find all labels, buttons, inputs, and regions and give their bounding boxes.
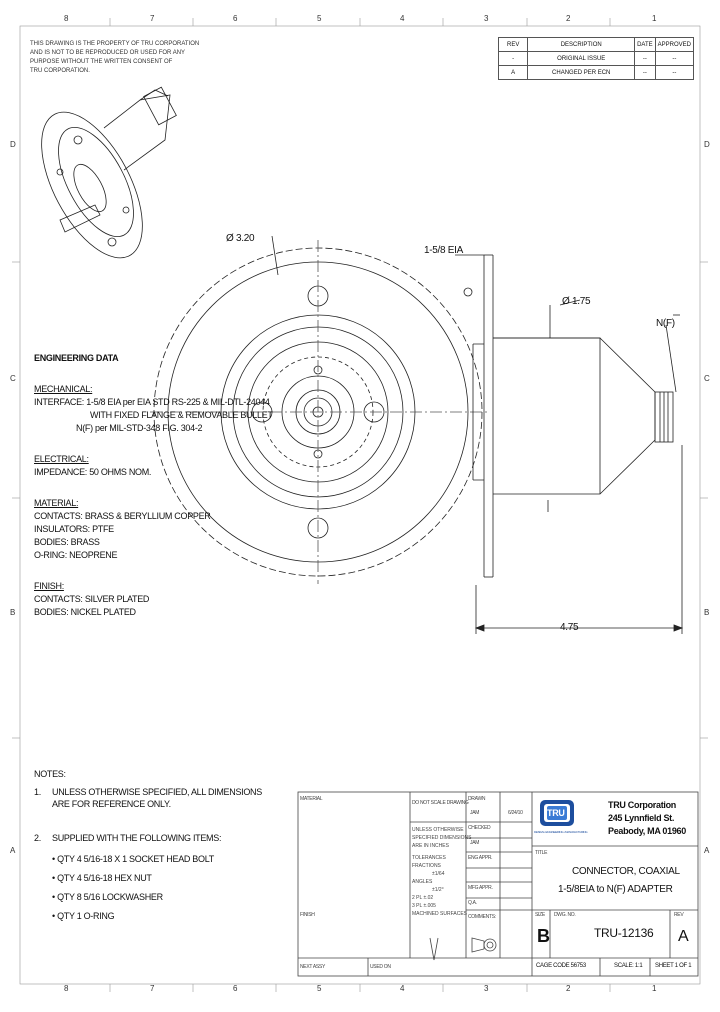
drawn-label: DRAWN: [468, 796, 486, 802]
drawing-title-line-1: CONNECTOR, COAXIAL: [572, 866, 680, 877]
mechanical-heading: MECHANICAL:: [34, 384, 93, 394]
list-item: • QTY 8 5/16 LOCKWASHER: [52, 892, 163, 902]
zone-col-4: 4: [400, 14, 405, 23]
zone-col-1: 1: [652, 14, 657, 23]
list-item: • QTY 1 O-RING: [52, 911, 115, 921]
zone-col-8: 8: [64, 14, 69, 23]
zone-col-6-bottom: 6: [233, 984, 238, 993]
rev-label: REV: [674, 912, 684, 918]
drawn-by: JAM: [470, 810, 480, 816]
zone-col-7: 7: [150, 14, 155, 23]
proprietary-note: THIS DRAWING IS THE PROPERTY OF TRU CORP…: [30, 41, 200, 74]
dim-length: 4.75: [560, 622, 579, 633]
checked-by: JAM: [470, 840, 480, 846]
zone-row-c: C: [10, 374, 16, 383]
zone-row-b-right: B: [704, 608, 710, 617]
material-heading: MATERIAL:: [34, 498, 79, 508]
eng-appr-label: ENG APPR.: [468, 855, 493, 861]
sheet-number: SHEET 1 OF 1: [655, 963, 692, 969]
zone-row-d: D: [10, 140, 16, 149]
revision-table: REV DESCRIPTION DATE APPROVED -ORIGINAL …: [497, 37, 695, 80]
dim-flange-diameter: Ø 3.20: [226, 233, 255, 244]
material-label: MATERIAL: [300, 796, 323, 802]
zone-row-a: A: [10, 846, 16, 855]
zone-row-b: B: [10, 608, 16, 617]
tru-logo: TRU: [547, 808, 565, 818]
zone-col-2-bottom: 2: [566, 984, 571, 993]
finish-label: FINISH: [300, 912, 315, 918]
electrical-heading: ELECTRICAL:: [34, 454, 89, 464]
drawing-title-line-2: 1-5/8EIA to N(F) ADAPTER: [558, 884, 673, 895]
qa-label: Q.A.: [468, 900, 477, 906]
drawing-number: TRU-12136: [594, 926, 654, 940]
tolerance-block: UNLESS OTHERWISE SPECIFIED DIMENSIONS AR…: [412, 827, 472, 917]
zone-col-2: 2: [566, 14, 571, 23]
title-label: TITLE: [535, 850, 548, 856]
list-item: • QTY 4 5/16-18 X 1 SOCKET HEAD BOLT: [52, 854, 214, 864]
size-label: SIZE: [535, 912, 545, 918]
dim-nf-label: N(F): [656, 318, 675, 329]
comments-label: COMMENTS:: [468, 914, 496, 920]
finish-heading: FINISH:: [34, 581, 64, 591]
do-not-scale-label: DO NOT SCALE DRAWING: [412, 800, 469, 806]
zone-col-6: 6: [233, 14, 238, 23]
rev-header-description: DESCRIPTION: [527, 37, 636, 52]
zone-row-a-right: A: [704, 846, 710, 855]
zone-col-3: 3: [484, 14, 489, 23]
zone-col-8-bottom: 8: [64, 984, 69, 993]
rev-header-date: DATE: [634, 37, 656, 52]
company-address-1: 245 Lynnfield St.: [608, 813, 675, 823]
rev-header-rev: REV: [497, 37, 529, 52]
checked-label: CHECKED: [468, 825, 491, 831]
table-row: -ORIGINAL ISSUE ----: [497, 51, 695, 66]
engineering-data-heading: ENGINEERING DATA: [34, 353, 119, 363]
dim-body-diameter: Ø 1.75: [562, 296, 591, 307]
used-on-label: USED ON: [370, 964, 391, 970]
zone-row-d-right: D: [704, 140, 710, 149]
zone-row-c-right: C: [704, 374, 710, 383]
engineering-data: ENGINEERING DATA MECHANICAL: INTERFACE: …: [34, 353, 273, 617]
next-assy-label: NEXT ASSY: [300, 964, 325, 970]
notes-heading: NOTES:: [34, 769, 66, 779]
notes: NOTES: 1.UNLESS OTHERWISE SPECIFIED, ALL…: [34, 768, 262, 926]
rev-header-approved: APPROVED: [654, 37, 695, 52]
scale: SCALE: 1:1: [614, 963, 643, 969]
sheet-size: B: [537, 926, 550, 946]
zone-col-5: 5: [317, 14, 322, 23]
company-name: TRU Corporation: [608, 800, 676, 810]
zone-col-4-bottom: 4: [400, 984, 405, 993]
tru-logo-subtitle: DESIGN • ENGINEERING • MANUFACTURING: [534, 830, 588, 834]
mfg-appr-label: MFG APPR.: [468, 885, 493, 891]
cage-code: CAGE CODE 56753: [536, 963, 586, 969]
list-item: • QTY 4 5/16-18 HEX NUT: [52, 873, 152, 883]
zone-col-3-bottom: 3: [484, 984, 489, 993]
company-address-2: Peabody, MA 01960: [608, 826, 686, 836]
dwg-no-label: DWG. NO.: [554, 912, 576, 918]
drawn-date: 6/24/10: [508, 810, 523, 816]
revision-letter: A: [678, 928, 689, 945]
zone-col-7-bottom: 7: [150, 984, 155, 993]
dim-eia-label: 1-5/8 EIA: [424, 245, 463, 256]
zone-col-5-bottom: 5: [317, 984, 322, 993]
zone-col-1-bottom: 1: [652, 984, 657, 993]
